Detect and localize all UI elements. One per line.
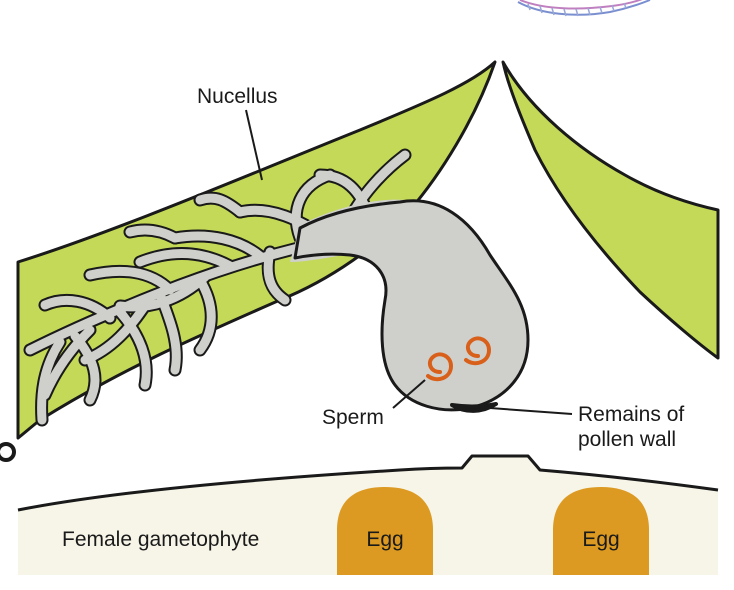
pollen-wall-label-line2: pollen wall [578, 428, 676, 451]
sperm-cell-left [426, 352, 454, 382]
pollen-wall-remains [450, 402, 498, 413]
pollen-wall-leader-line [489, 407, 573, 415]
cropped-glyph [0, 442, 16, 462]
sperm-cell-right [464, 336, 492, 366]
dna-helix-icon [517, 0, 651, 17]
female-gametophyte-label: Female gametophyte [62, 528, 259, 551]
nucellus-leader-line [245, 109, 263, 181]
pollen-grain [293, 199, 530, 412]
gametophyte-outline [17, 454, 719, 512]
egg-right [553, 487, 649, 575]
nucellus-label: Nucellus [197, 85, 278, 108]
nucellus-right-lobe [501, 60, 720, 360]
sperm-label: Sperm [322, 406, 384, 429]
egg-right-label: Egg [582, 528, 619, 551]
sperm-leader-line [392, 379, 426, 409]
pollen-wall-label-line1: Remains of [578, 403, 684, 426]
egg-left-label: Egg [366, 528, 403, 551]
egg-left [337, 487, 433, 575]
